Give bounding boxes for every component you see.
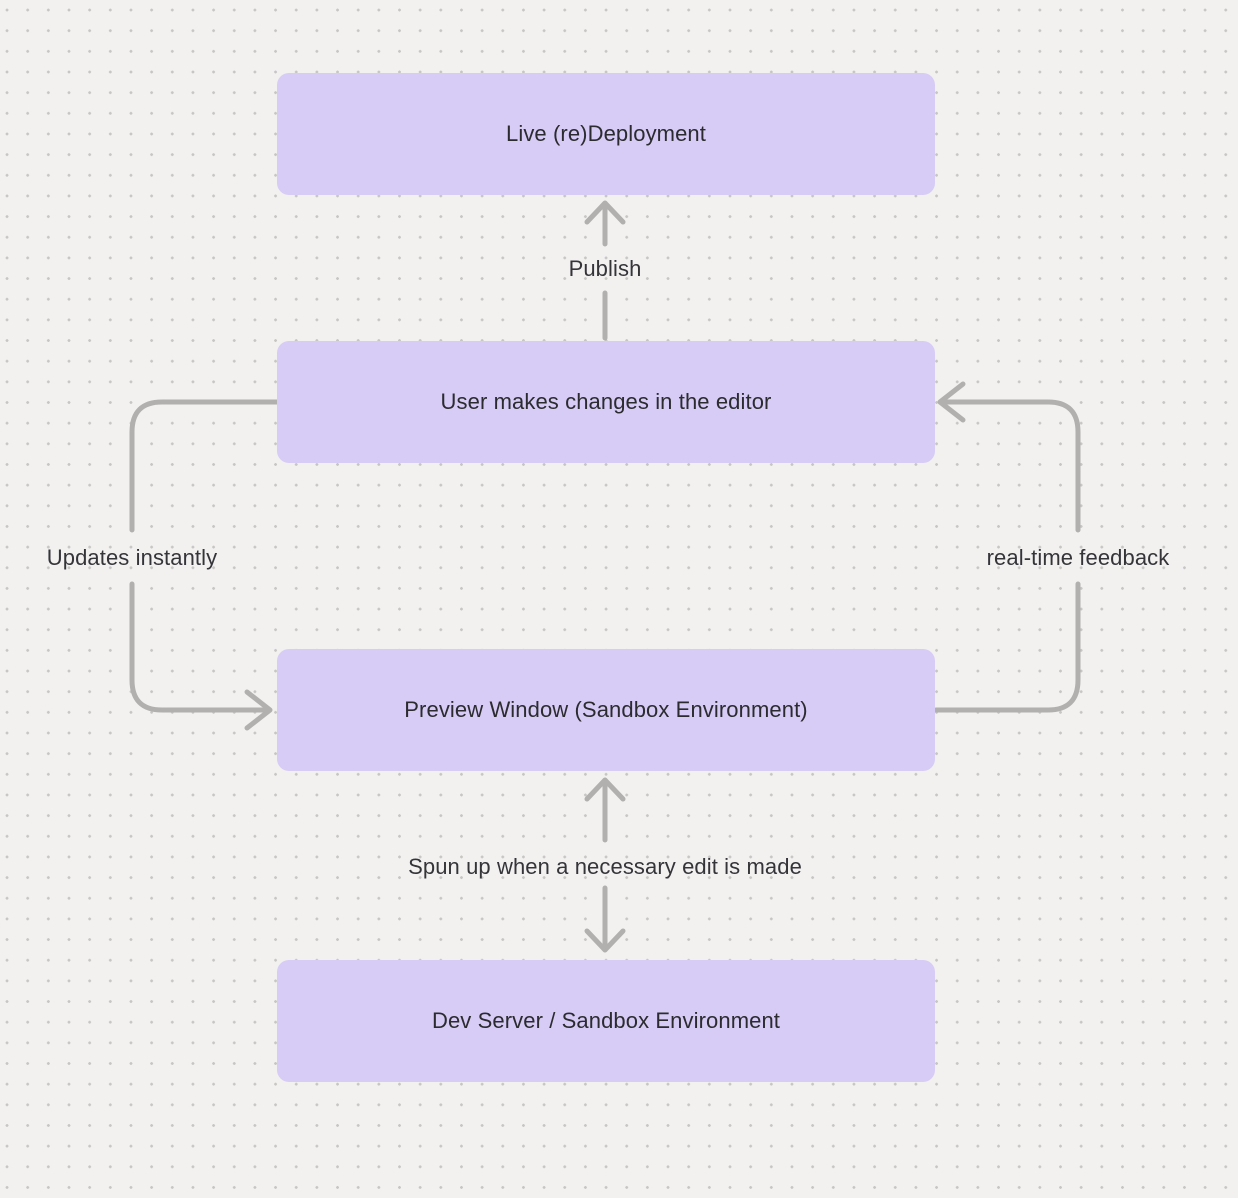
edge-label-spun-up[interactable]: Spun up when a necessary edit is made (408, 854, 802, 879)
node-dev-server[interactable]: Dev Server / Sandbox Environment (277, 960, 935, 1082)
edge-label-real-time-feedback[interactable]: real-time feedback (986, 545, 1170, 570)
edge-publish-arrow[interactable] (584, 200, 626, 341)
edge-label-publish[interactable]: Publish (568, 256, 642, 281)
edge-label-updates-instantly[interactable]: Updates instantly (46, 545, 218, 570)
node-preview-window[interactable]: Preview Window (Sandbox Environment) (277, 649, 935, 771)
node-user-editor-label: User makes changes in the editor (440, 389, 772, 414)
node-user-editor[interactable]: User makes changes in the editor (277, 341, 935, 463)
edge-real-time-feedback-arrow[interactable] (933, 381, 1081, 713)
node-live-redeployment-label: Live (re)Deployment (506, 121, 706, 146)
edge-spun-up-arrow[interactable] (584, 777, 626, 953)
node-dev-server-label: Dev Server / Sandbox Environment (431, 1008, 781, 1033)
node-live-redeployment[interactable]: Live (re)Deployment (277, 73, 935, 195)
edge-updates-instantly-arrow[interactable] (129, 399, 280, 731)
node-preview-window-label: Preview Window (Sandbox Environment) (404, 697, 808, 722)
